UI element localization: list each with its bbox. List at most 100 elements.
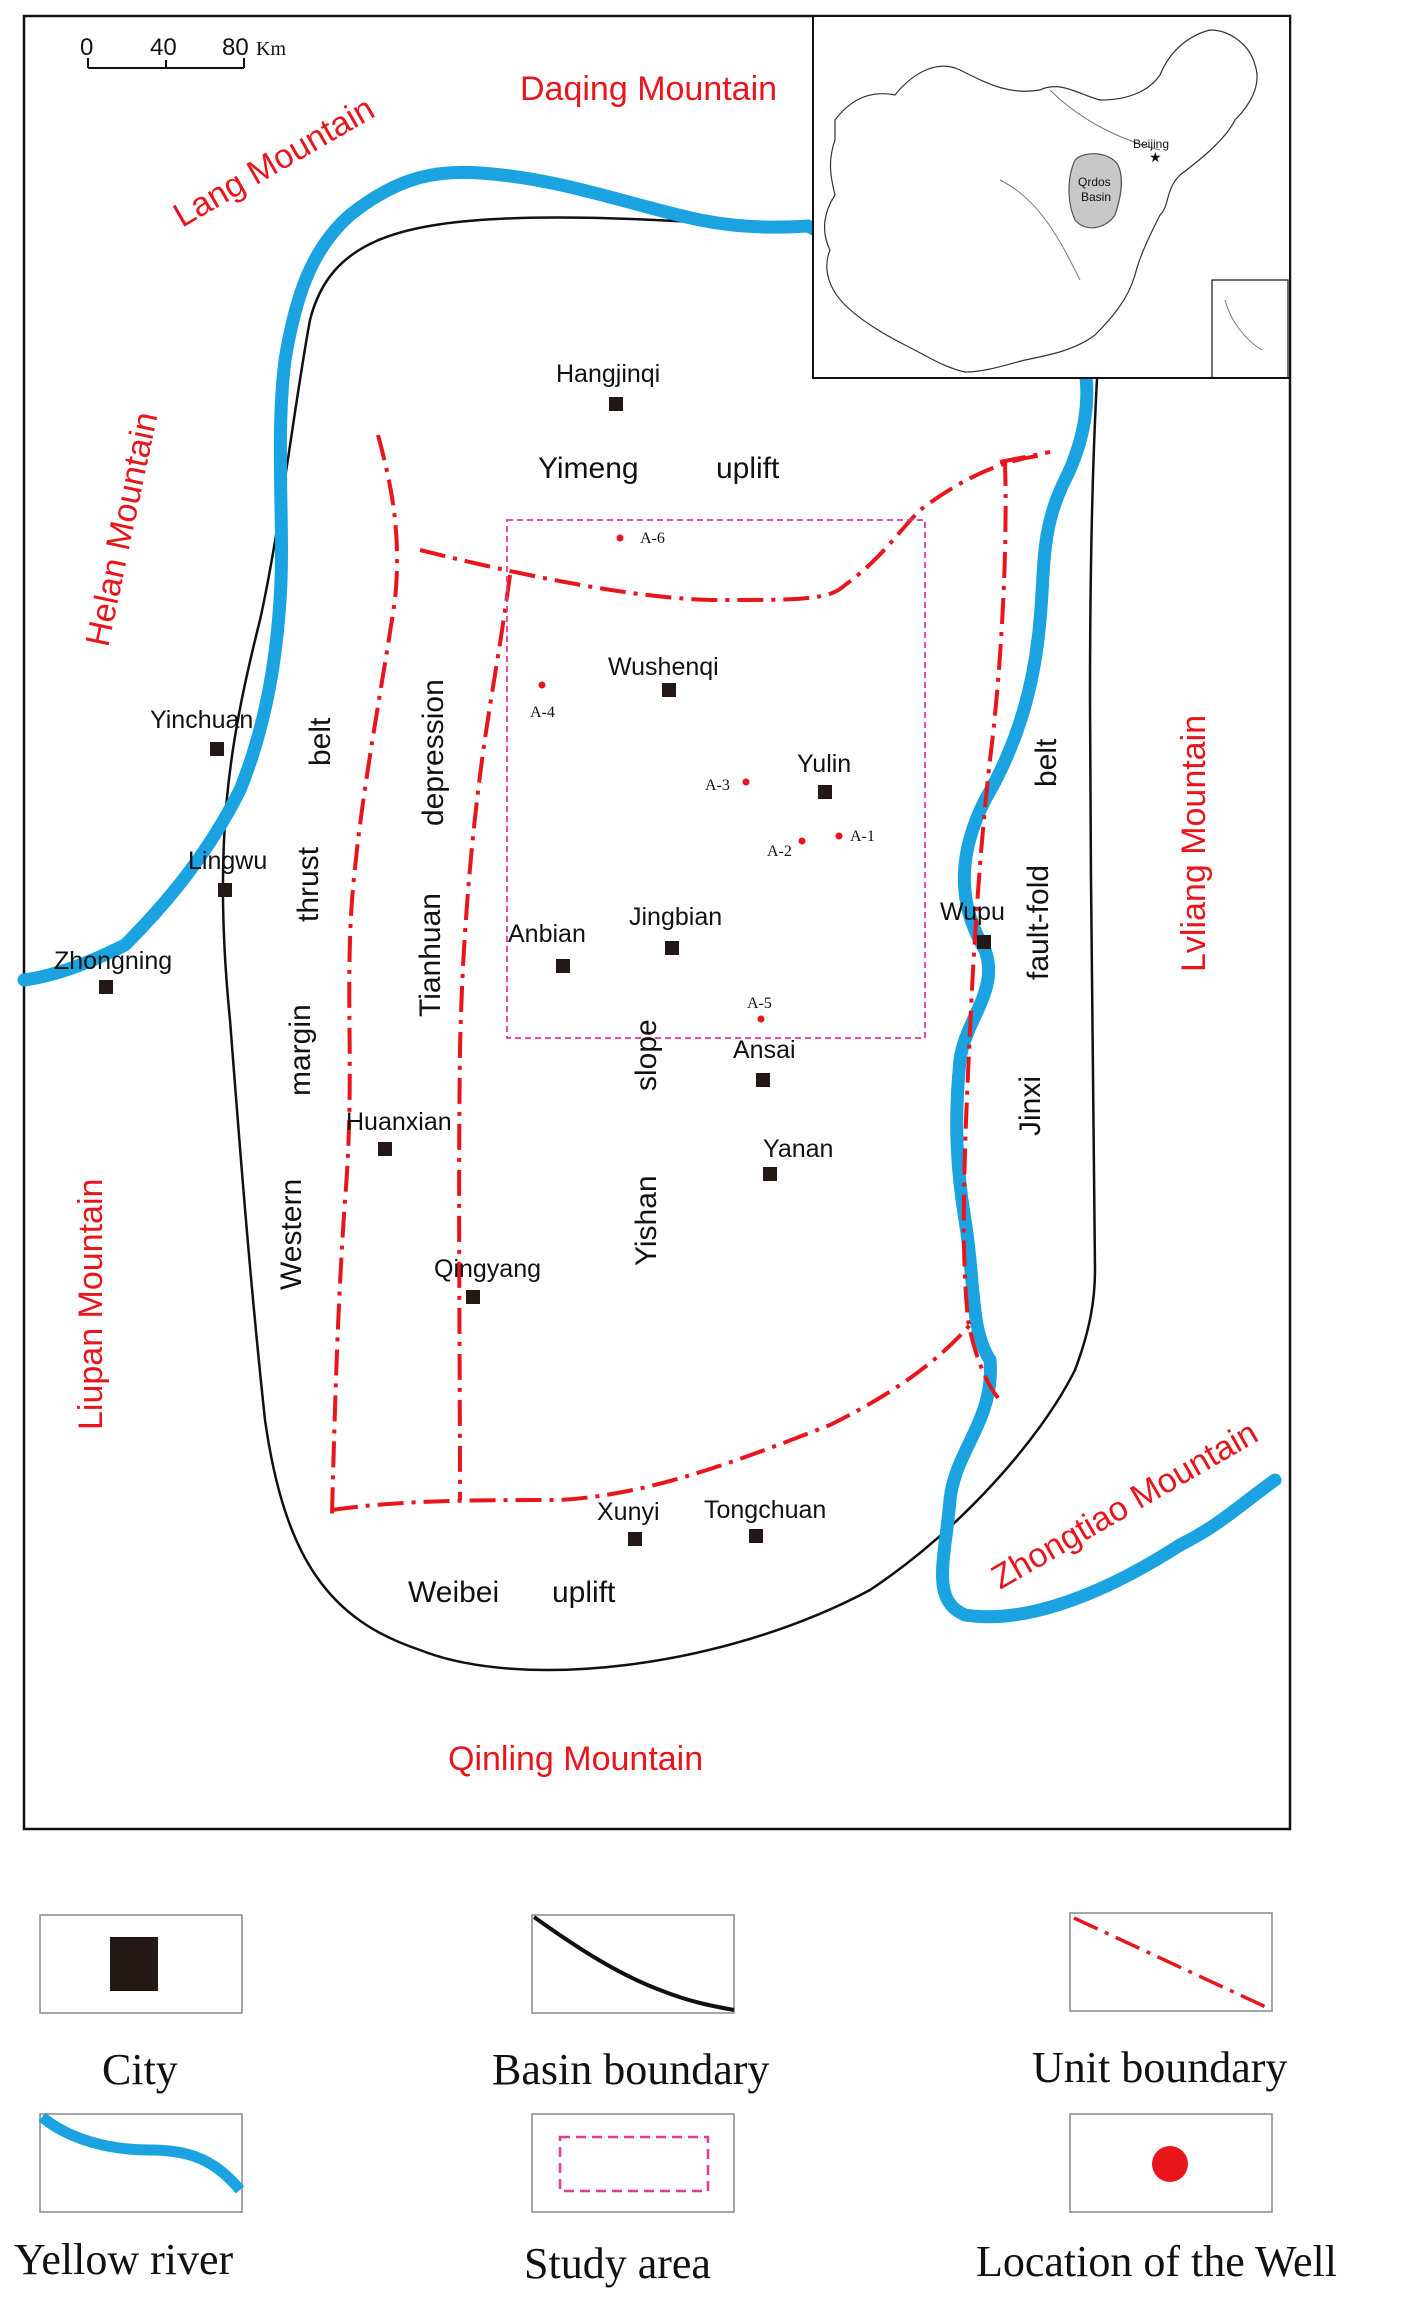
city-marker-lingwu xyxy=(218,883,232,897)
well-label-a4: A-4 xyxy=(530,704,555,721)
city-label-yulin: Yulin xyxy=(797,750,851,778)
legend-item-study-area: Study area xyxy=(524,2113,735,2288)
legend-item-city: City xyxy=(39,1914,243,2094)
city-label-zhongning: Zhongning xyxy=(54,947,172,975)
city-marker-jingbian xyxy=(665,941,679,955)
legend-label-yellow-river: Yellow river xyxy=(14,2235,234,2284)
inset-basin-label-1: Qrdos xyxy=(1078,175,1111,189)
unit-label-slope: slope xyxy=(630,1019,663,1091)
inset-ordos-basin xyxy=(1068,153,1123,229)
unit-label-margin: margin xyxy=(284,1004,317,1096)
well-label-a5: A-5 xyxy=(747,995,772,1012)
unit-label-belt-west: belt xyxy=(304,717,337,766)
city-marker-yinchuan xyxy=(210,742,224,756)
city-marker-xunyi xyxy=(628,1532,642,1546)
scale-tick-40: 40 xyxy=(150,34,177,61)
beijing-star-icon: ★ xyxy=(1149,150,1162,166)
city-label-xunyi: Xunyi xyxy=(597,1498,660,1526)
inset-frame xyxy=(812,15,1291,379)
scale-bar: 0 40 80 Km xyxy=(80,34,286,69)
legend-label-city: City xyxy=(102,2045,178,2094)
unit-boundary-jinxi-west xyxy=(961,459,1008,1402)
unit-label-jinxi: Jinxi xyxy=(1014,1076,1047,1136)
city-label-ansai: Ansai xyxy=(733,1036,796,1064)
legend-label-basin-boundary: Basin boundary xyxy=(492,2045,769,2094)
well-marker-a4 xyxy=(538,681,546,689)
mountain-helan: Helan Mountain xyxy=(79,409,166,650)
unit-boundary-south xyxy=(331,1323,972,1512)
well-label-a1: A-1 xyxy=(850,828,875,845)
city-label-wushenqi: Wushenqi xyxy=(608,653,719,681)
mountain-daqing: Daqing Mountain xyxy=(520,70,777,108)
unit-label-uplift-north: uplift xyxy=(716,452,780,485)
wells xyxy=(538,534,843,1023)
legend-label-well-location: Location of the Well xyxy=(976,2237,1337,2286)
unit-boundary-tianhuan-east xyxy=(457,574,512,1501)
unit-label-thrust: thrust xyxy=(292,846,325,922)
inset-basin-label-2: Basin xyxy=(1081,190,1111,204)
city-label-qingyang: Qingyang xyxy=(434,1255,541,1283)
unit-label-yishan: Yishan xyxy=(630,1175,663,1266)
city-label-lingwu: Lingwu xyxy=(188,847,267,875)
well-marker-a5 xyxy=(757,1015,765,1023)
unit-label-fault-fold: fault-fold xyxy=(1022,865,1055,980)
legend-item-unit-boundary: Unit boundary xyxy=(1032,1912,1287,2092)
legend: City Basin boundary Unit boundary Yellow… xyxy=(14,1912,1337,2288)
unit-boundary-yimeng-south xyxy=(419,453,1046,603)
city-label-huanxian: Huanxian xyxy=(346,1108,452,1136)
unit-label-yimeng: Yimeng xyxy=(538,452,639,485)
unit-label-belt-east: belt xyxy=(1030,738,1063,787)
inset-beijing-label: Beijing xyxy=(1133,137,1169,151)
city-marker-wupu xyxy=(977,935,991,949)
unit-boundaries xyxy=(330,434,1051,1516)
study-area-box xyxy=(506,519,926,1039)
well-label-a6: A-6 xyxy=(640,530,665,547)
city-label-wupu: Wupu xyxy=(940,898,1005,926)
scale-unit: Km xyxy=(256,38,286,60)
well-label-a3: A-3 xyxy=(705,777,730,794)
basin-boundary xyxy=(221,216,1102,1672)
city-marker-zhongning xyxy=(99,980,113,994)
well-marker-a3 xyxy=(742,778,750,786)
city-marker-ansai xyxy=(756,1073,770,1087)
city-label-yanan: Yanan xyxy=(763,1135,833,1163)
legend-item-well-location: Location of the Well xyxy=(976,2113,1337,2286)
unit-boundary-western-east xyxy=(330,434,400,1516)
mountain-liupan: Liupan Mountain xyxy=(72,1179,110,1430)
unit-boundary-ne-top xyxy=(999,450,1051,464)
city-marker-qingyang xyxy=(466,1290,480,1304)
legend-item-basin-boundary: Basin boundary xyxy=(492,1914,769,2094)
city-label-tongchuan: Tongchuan xyxy=(704,1496,826,1524)
basin-boundary-icon xyxy=(532,1915,735,2012)
well-marker-a6 xyxy=(616,534,624,542)
well-marker-a2 xyxy=(798,837,806,845)
study-area-icon xyxy=(558,2135,710,2193)
city-marker-wushenqi xyxy=(662,683,676,697)
unit-label-weibei: Weibei xyxy=(408,1576,499,1609)
well-label-a2: A-2 xyxy=(767,843,792,860)
city-marker-icon xyxy=(110,1937,158,1991)
city-label-yinchuan: Yinchuan xyxy=(150,706,253,734)
mountain-zhongtiao: Zhongtiao Mountain xyxy=(985,1414,1264,1597)
unit-label-western: Western xyxy=(275,1179,308,1290)
yellow-river-icon xyxy=(38,2112,245,2194)
well-location-icon xyxy=(1152,2146,1188,2182)
city-marker-anbian xyxy=(556,959,570,973)
city-marker-tongchuan xyxy=(749,1529,763,1543)
city-label-hangjinqi: Hangjinqi xyxy=(556,360,660,388)
unit-label-uplift-south: uplift xyxy=(552,1576,616,1609)
city-marker-yanan xyxy=(763,1167,777,1181)
legend-label-unit-boundary: Unit boundary xyxy=(1032,2043,1287,2092)
city-label-jingbian: Jingbian xyxy=(629,903,722,931)
mountain-lvliang: Lvliang Mountain xyxy=(1175,715,1213,972)
yellow-river xyxy=(17,165,1282,1624)
scale-tick-0: 0 xyxy=(80,34,93,61)
city-marker-hangjinqi xyxy=(609,397,623,411)
legend-item-yellow-river: Yellow river xyxy=(14,2112,245,2284)
cities xyxy=(99,397,991,1546)
unit-label-tianhuan: Tianhuan xyxy=(414,893,447,1017)
city-marker-huanxian xyxy=(378,1142,392,1156)
city-marker-yulin xyxy=(818,785,832,799)
inset-south-sea-box xyxy=(1211,279,1289,379)
